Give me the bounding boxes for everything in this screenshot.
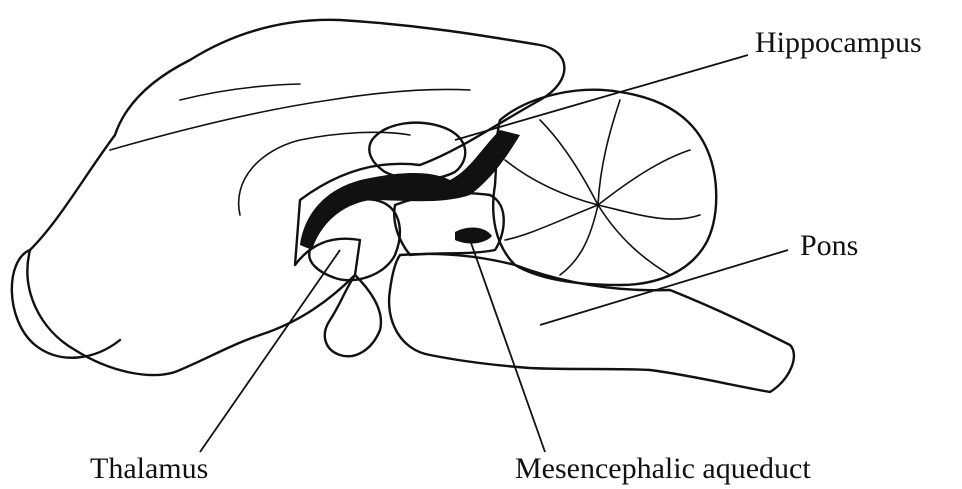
midbrain-shape — [394, 193, 504, 255]
cortex-shape — [27, 20, 564, 375]
brainstem-shape — [389, 254, 794, 392]
cortex-fold-1 — [110, 89, 470, 150]
leader-hippocampus — [455, 55, 748, 140]
label-aqueduct: Mesencephalic aqueduct — [515, 452, 811, 485]
label-thalamus: Thalamus — [90, 452, 208, 485]
label-hippocampus: Hippocampus — [755, 26, 922, 59]
leader-pons — [540, 250, 788, 325]
hypothalamus-shape — [325, 275, 381, 356]
label-pons: Pons — [800, 229, 858, 262]
aqueduct-shape — [455, 227, 492, 243]
cerebellum-folia — [505, 100, 700, 275]
cortex-fold-2 — [180, 84, 300, 100]
